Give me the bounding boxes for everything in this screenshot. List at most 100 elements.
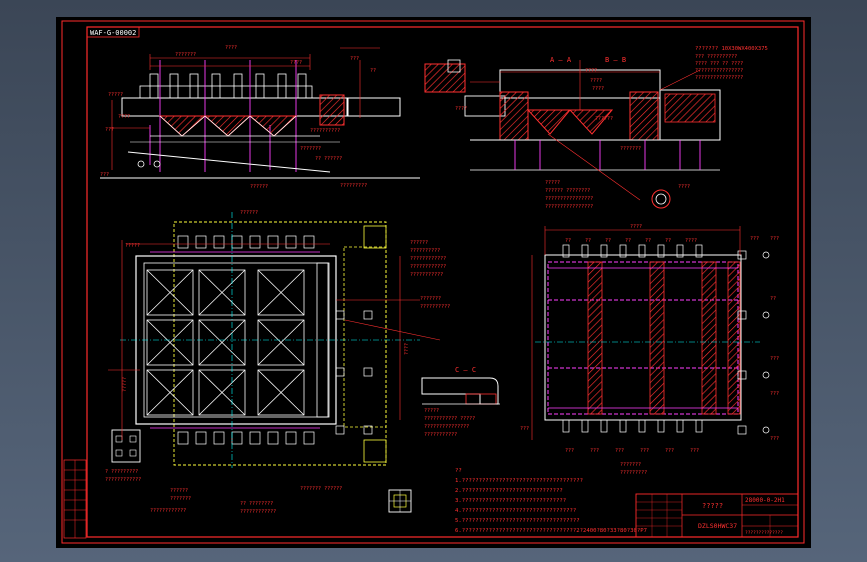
svg-text:????: ????	[592, 86, 604, 92]
svg-text:????: ????	[225, 45, 237, 51]
svg-text:???: ???	[615, 448, 624, 454]
svg-text:? ?????????: ? ?????????	[105, 469, 138, 475]
svg-text:????: ????	[590, 78, 602, 84]
svg-text:????????????: ????????????	[240, 509, 276, 515]
svg-text:????: ????	[290, 60, 302, 66]
note-6: 6.??????????????????????????????????2?24…	[455, 528, 647, 534]
svg-text:???: ???	[770, 391, 779, 397]
svg-text:???: ???	[665, 448, 674, 454]
frame-plan-view: ???? ?????? ?????? ??????? ????? ?????? …	[520, 224, 779, 476]
svg-text:??????? 10X30WX400X375: ??????? 10X30WX400X375	[695, 46, 768, 52]
svg-text:??????????: ??????????	[410, 248, 440, 254]
svg-text:??: ??	[370, 68, 376, 74]
title-block-model: DZLS0HWC37	[698, 522, 737, 530]
svg-text:??????????? ?????: ??????????? ?????	[424, 416, 475, 422]
svg-text:?????: ?????	[122, 377, 128, 392]
svg-text:????????????: ????????????	[150, 508, 186, 514]
elevation-view: ??????????? ????????? ?????? ????????? ?…	[100, 45, 420, 190]
svg-text:????: ????	[685, 238, 697, 244]
svg-text:??????? ??????: ??????? ??????	[300, 486, 342, 492]
svg-text:???: ???	[565, 448, 574, 454]
note-4: 4.??????????????????????????????????	[455, 508, 576, 514]
svg-text:?? ????????: ?? ????????	[240, 501, 273, 507]
svg-text:??????????: ??????????	[420, 304, 450, 310]
svg-text:??????: ??????	[595, 116, 613, 122]
title-block-note: ??????????????	[745, 530, 783, 536]
svg-text:??: ??	[625, 238, 631, 244]
svg-text:???: ???	[100, 172, 109, 178]
svg-text:????: ????	[585, 68, 597, 74]
svg-text:?? ??????: ?? ??????	[315, 156, 342, 162]
svg-text:???????: ???????	[620, 146, 641, 152]
plan-view: ??????????? ????? ???? ???????????????? …	[105, 210, 450, 515]
corner-code-box	[86, 26, 140, 38]
svg-text:????????????: ????????????	[410, 264, 446, 270]
svg-text:??: ??	[565, 238, 571, 244]
svg-text:?????? ????????: ?????? ????????	[545, 188, 590, 194]
svg-text:???: ???	[750, 236, 759, 242]
note-5: 5.???????????????????????????????????	[455, 518, 580, 524]
outer-border	[61, 20, 805, 544]
svg-text:????????????????: ????????????????	[695, 75, 743, 81]
svg-text:?????????: ?????????	[340, 183, 367, 189]
svg-text:?????????: ?????????	[620, 470, 647, 476]
svg-text:???: ???	[350, 56, 359, 62]
svg-text:???: ???	[520, 426, 529, 432]
svg-text:??: ??	[645, 238, 651, 244]
svg-text:???: ???	[640, 448, 649, 454]
section-aa-view: A — A B — B ???????? ???????? ??????????…	[424, 56, 721, 210]
svg-text:???: ???	[770, 436, 779, 442]
section-bb-title: B — B	[605, 56, 626, 64]
svg-text:?????: ?????	[424, 408, 439, 414]
svg-text:????????????????: ????????????????	[545, 196, 593, 202]
spec-text-topright: ??????? 10X30WX400X375 ??? ?????????????…	[659, 46, 768, 91]
title-block-drawing-no: 28000-0-2H1	[745, 497, 785, 504]
section-cc-title: C — C	[455, 366, 476, 374]
svg-text:???????????: ???????????	[410, 272, 443, 278]
inner-border	[86, 26, 799, 538]
svg-text:??: ??	[605, 238, 611, 244]
svg-text:??: ??	[770, 296, 776, 302]
svg-text:???: ???	[770, 236, 779, 242]
svg-text:???????: ???????	[170, 496, 191, 502]
svg-text:???????????: ???????????	[424, 432, 457, 438]
svg-text:??? ??????????: ??? ??????????	[695, 54, 737, 60]
svg-text:??????: ??????	[410, 240, 428, 246]
title-block-name: ?????	[702, 502, 723, 510]
svg-text:?????: ?????	[545, 180, 560, 186]
notes-block: ?? 1.???????????????????????????????????…	[455, 468, 647, 534]
corner-code: WAF-G-00002	[90, 29, 136, 37]
svg-text:???????: ???????	[175, 52, 196, 58]
note-2: 2.??????????????????????????????	[455, 488, 563, 494]
svg-text:??: ??	[665, 238, 671, 244]
svg-text:?????: ?????	[125, 243, 140, 249]
svg-text:???????????????: ???????????????	[424, 424, 469, 430]
svg-text:????: ????	[404, 343, 410, 355]
note-1: 1.????????????????????????????????????	[455, 478, 583, 484]
svg-text:???????: ???????	[620, 462, 641, 468]
svg-text:????: ????	[118, 114, 130, 120]
svg-text:????: ????	[678, 184, 690, 190]
svg-text:???: ???	[770, 356, 779, 362]
svg-text:???: ???	[690, 448, 699, 454]
svg-text:??: ??	[585, 238, 591, 244]
section-aa-title: A — A	[550, 56, 572, 64]
svg-text:??????????: ??????????	[310, 128, 340, 134]
svg-text:???: ???	[590, 448, 599, 454]
svg-text:????: ????	[455, 106, 467, 112]
svg-text:???????: ???????	[420, 296, 441, 302]
svg-text:?????: ?????	[108, 92, 123, 98]
title-block: ????? 28000-0-2H1 DZLS0HWC37 ???????????…	[635, 493, 799, 538]
left-side-block-lines	[64, 460, 86, 538]
note-3: 3.???????????????????????????????	[455, 498, 566, 504]
svg-text:????????????: ????????????	[105, 477, 141, 483]
svg-text:??????: ??????	[170, 488, 188, 494]
svg-text:????????????????: ????????????????	[695, 68, 743, 74]
svg-text:??????: ??????	[250, 184, 268, 190]
svg-text:???? ??? ?? ????: ???? ??? ?? ????	[695, 61, 743, 67]
svg-text:????????????????: ????????????????	[545, 204, 593, 210]
notes-heading: ??	[455, 468, 462, 474]
svg-text:????: ????	[630, 224, 642, 230]
section-cc-view: C — C ????? ??????????? ????? ???????????…	[421, 366, 500, 438]
